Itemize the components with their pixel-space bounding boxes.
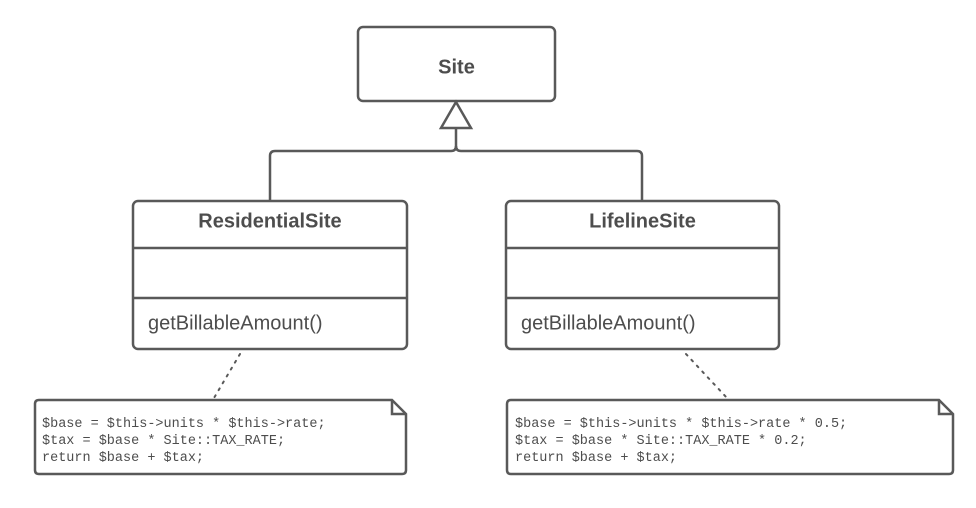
inheritance-connector (268, 99, 644, 201)
note-residentialsite-line-1: $base = $this->units * $this->rate; (42, 417, 326, 432)
note-lifelinesite-line-3: return $base + $tax; (515, 451, 677, 466)
note-connector-lifeline (685, 353, 728, 399)
note-residentialsite-box (33, 398, 408, 476)
note-residentialsite: $base = $this->units * $this->rate; $tax… (33, 398, 408, 476)
note-lifelinesite-fold (937, 400, 953, 416)
note-lifelinesite-line-2: $tax = $base * Site::TAX_RATE * 0.2; (515, 434, 807, 449)
class-residentialsite: ResidentialSite getBillableAmount() (131, 199, 409, 351)
class-lifelinesite-method: getBillableAmount() (521, 312, 696, 334)
note-lifelinesite: $base = $this->units * $this->rate * 0.5… (505, 398, 955, 476)
inheritance-arrow (438, 99, 474, 130)
class-lifelinesite: LifelineSite getBillableAmount() (504, 199, 781, 351)
note-residentialsite-line-3: return $base + $tax; (42, 451, 204, 466)
connector-residential (268, 128, 458, 201)
note-lifelinesite-line-1: $base = $this->units * $this->rate * 0.5… (515, 417, 847, 432)
note-connector-residential (213, 353, 241, 399)
connector-lifeline (454, 145, 644, 201)
note-lifelinesite-box (505, 398, 955, 476)
class-residentialsite-name: ResidentialSite (198, 210, 341, 232)
class-lifelinesite-name: LifelineSite (589, 210, 696, 232)
class-residentialsite-box (131, 199, 409, 351)
note-residentialsite-fold (390, 400, 406, 416)
note-residentialsite-line-2: $tax = $base * Site::TAX_RATE; (42, 434, 285, 449)
class-site-name: Site (438, 56, 475, 78)
class-lifelinesite-box (504, 199, 781, 351)
class-site: Site (356, 25, 557, 103)
class-residentialsite-method: getBillableAmount() (148, 312, 323, 334)
